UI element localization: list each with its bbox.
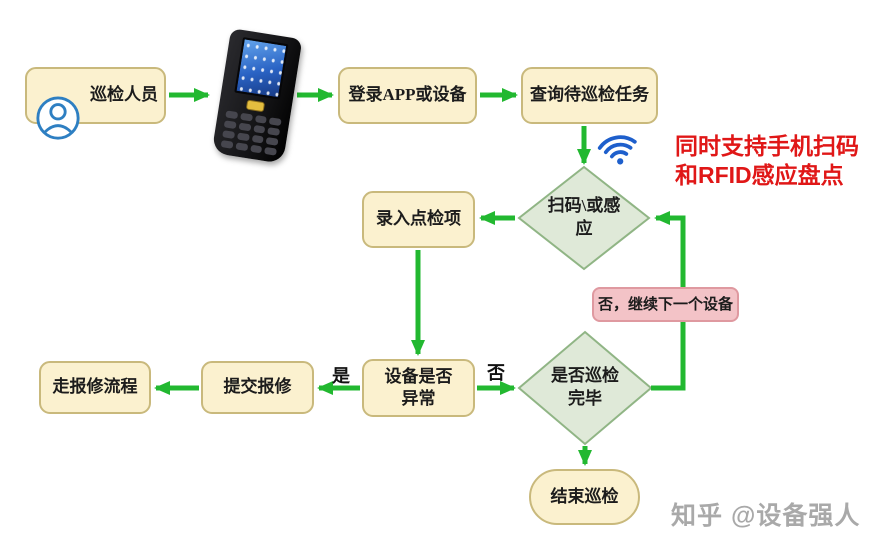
annotation-rfid-note: 同时支持手机扫码 和RFID感应盘点 bbox=[675, 133, 859, 188]
decision-done-label: 是否巡检 完毕 bbox=[551, 366, 619, 408]
pda-scan-button bbox=[245, 99, 266, 113]
edge-label-yes: 是 bbox=[332, 366, 350, 386]
node-inspector-label: 巡检人员 bbox=[90, 85, 158, 105]
decision-scan-label: 扫码\或感 应 bbox=[547, 196, 621, 238]
wifi-icon bbox=[593, 126, 643, 171]
watermark-zhihu: 知乎 @设备强人 bbox=[671, 502, 861, 530]
decision-scan-diamond bbox=[517, 165, 651, 271]
person-circle-icon bbox=[35, 73, 81, 140]
node-device-abnormal: 设备是否 异常 bbox=[362, 359, 475, 417]
node-query-tasks: 查询待巡检任务 bbox=[521, 67, 658, 124]
node-submit-repair: 提交报修 bbox=[201, 361, 314, 414]
node-login-app: 登录APP或设备 bbox=[338, 67, 477, 124]
decision-done-diamond bbox=[517, 330, 653, 446]
node-end-inspection: 结束巡检 bbox=[529, 469, 640, 525]
node-inspector: 巡检人员 bbox=[25, 67, 166, 140]
edge-label-no: 否 bbox=[487, 363, 505, 383]
node-next-device-note: 否，继续下一个设备 bbox=[592, 287, 739, 322]
node-repair-process: 走报修流程 bbox=[39, 361, 151, 414]
pda-screen bbox=[234, 37, 289, 100]
node-enter-checkitems: 录入点检项 bbox=[362, 191, 475, 248]
pda-keypad bbox=[213, 109, 290, 157]
